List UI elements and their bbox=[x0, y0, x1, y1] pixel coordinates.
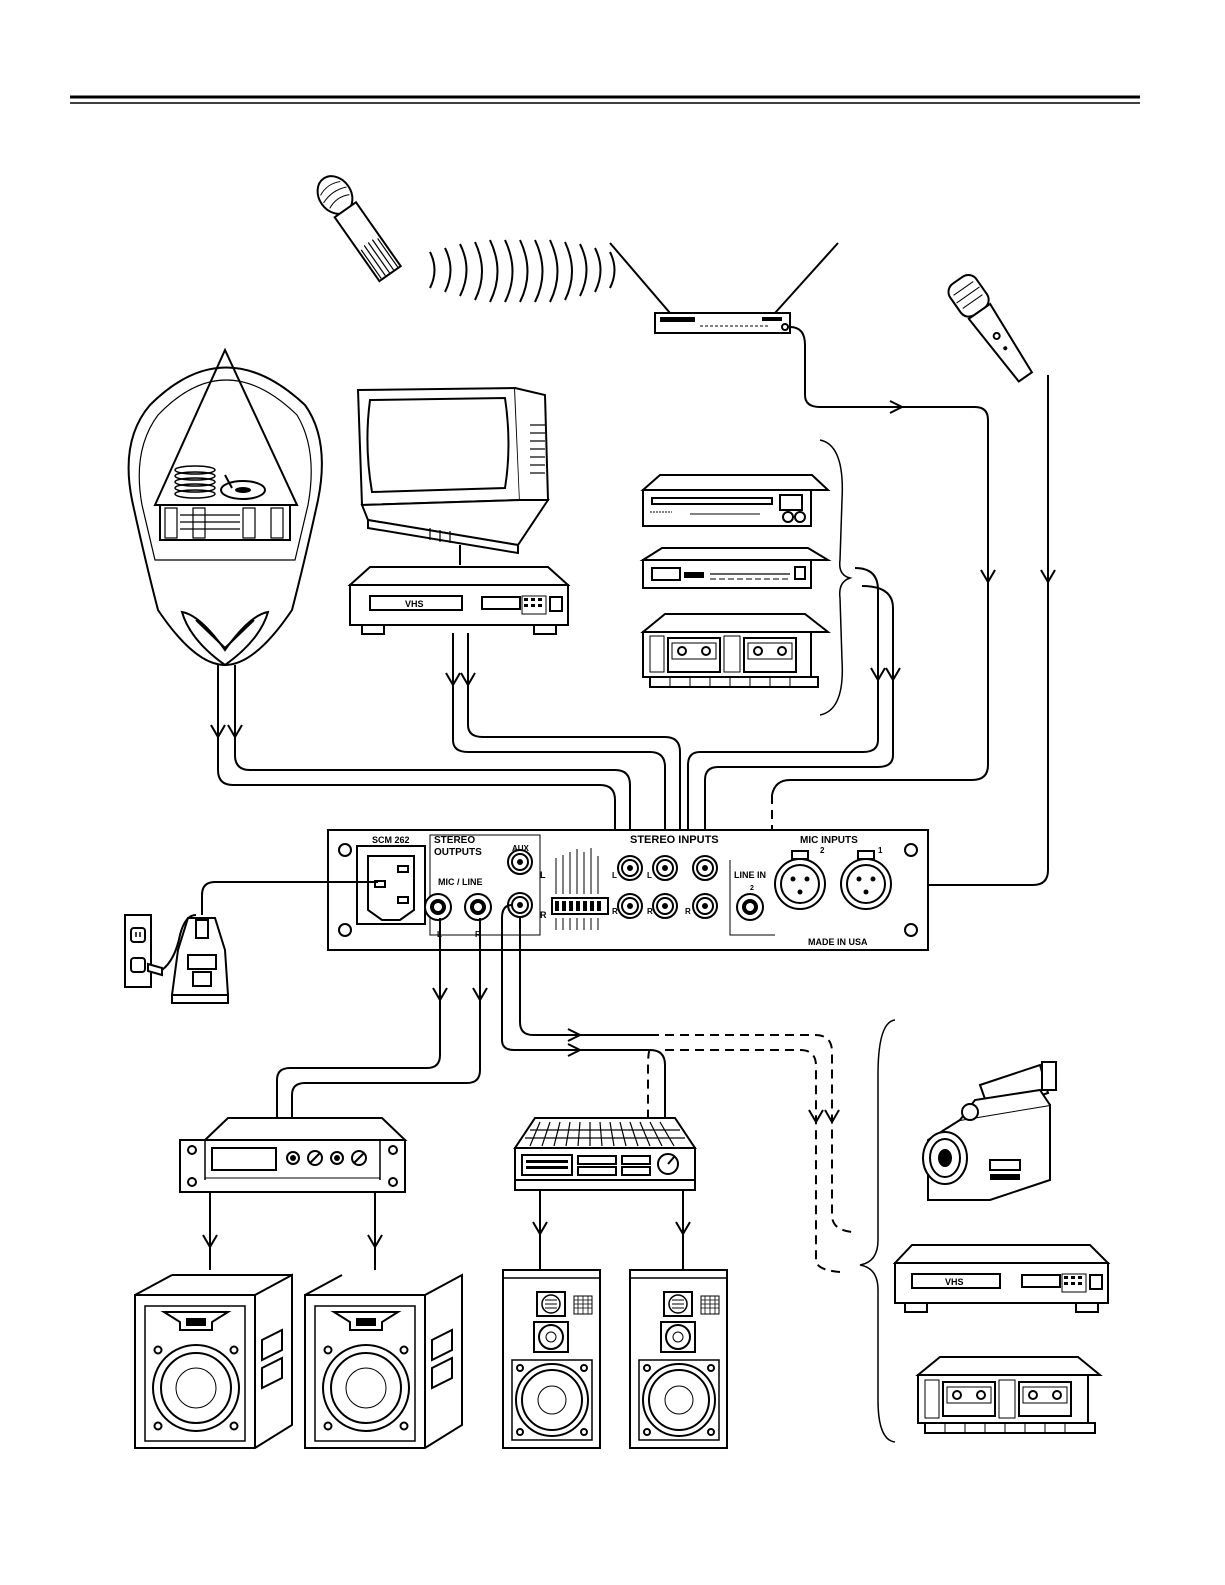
mic-input-1-number: 1 bbox=[878, 846, 883, 855]
aux-l-label: L bbox=[540, 870, 546, 880]
input2-l-label: L bbox=[647, 871, 652, 880]
mic-input-2-number: 2 bbox=[820, 846, 825, 855]
aux-r-label: R bbox=[540, 910, 547, 920]
stereo-outputs-label-2: OUTPUTS bbox=[434, 847, 482, 858]
mic-line-output-r-jack[interactable] bbox=[465, 894, 491, 920]
tuner-icon bbox=[643, 548, 828, 588]
vcr-icon: VHS bbox=[895, 1245, 1108, 1312]
recording-bracket-icon bbox=[860, 1020, 895, 1442]
line-in-channel-label: 2 bbox=[750, 885, 754, 892]
television-icon bbox=[358, 388, 548, 565]
scm262-rear-panel: SCM 262 STEREO OUTPUTS MIC / LINE AUX L … bbox=[328, 830, 928, 950]
loudspeaker-icon bbox=[503, 1270, 600, 1448]
stereo-receiver-icon bbox=[515, 1118, 695, 1270]
stereo-outputs-label-1: STEREO bbox=[434, 835, 475, 846]
input2-r-label: R bbox=[647, 907, 653, 916]
source-bracket-icon bbox=[820, 440, 850, 715]
wireless-receiver-icon bbox=[610, 243, 838, 333]
stereo-input-3-l-jack[interactable] bbox=[693, 856, 717, 880]
stereo-input-1-r-jack[interactable] bbox=[618, 894, 642, 918]
camcorder-icon bbox=[923, 1062, 1056, 1200]
loudspeaker-icon bbox=[630, 1270, 727, 1448]
line-in-label: LINE IN bbox=[734, 870, 766, 880]
aux-output-l-jack[interactable] bbox=[508, 850, 532, 874]
stereo-input-1-l-jack[interactable] bbox=[618, 856, 642, 880]
power-amplifier-icon bbox=[180, 1118, 405, 1270]
line-in-jack[interactable] bbox=[737, 894, 763, 920]
header-rule bbox=[70, 97, 1140, 103]
power-inlet bbox=[357, 846, 425, 924]
output-cables bbox=[277, 905, 852, 1272]
stereo-input-2-r-jack[interactable] bbox=[653, 894, 677, 918]
mic-inputs-label: MIC INPUTS bbox=[800, 835, 858, 846]
mic-line-output-l-jack[interactable] bbox=[425, 894, 451, 920]
made-in-usa-label: MADE IN USA bbox=[808, 937, 868, 947]
input-cables bbox=[211, 327, 1055, 910]
loudspeaker-icon bbox=[135, 1275, 292, 1448]
wired-microphone-icon bbox=[945, 271, 1039, 386]
wireless-microphone-icon bbox=[310, 169, 614, 302]
stereo-inputs-label: STEREO INPUTS bbox=[630, 834, 719, 846]
loudspeaker-icon bbox=[305, 1275, 462, 1448]
input3-r-label: R bbox=[685, 907, 691, 916]
jukebox-icon bbox=[129, 350, 322, 665]
vcr-icon: VHS bbox=[350, 567, 568, 634]
input1-l-label: L bbox=[612, 871, 617, 880]
stereo-input-3-r-jack[interactable] bbox=[693, 894, 717, 918]
stereo-input-2-l-jack[interactable] bbox=[653, 856, 677, 880]
cd-player-icon bbox=[643, 475, 828, 526]
input1-r-label: R bbox=[612, 907, 618, 916]
vcr-top-brand: VHS bbox=[405, 599, 424, 609]
cassette-deck-icon bbox=[643, 614, 828, 687]
mic-line-label: MIC / LINE bbox=[438, 877, 483, 887]
panel-model-label: SCM 262 bbox=[372, 835, 410, 845]
vcr-bottom-brand: VHS bbox=[945, 1277, 964, 1287]
cassette-deck-icon bbox=[918, 1357, 1100, 1433]
